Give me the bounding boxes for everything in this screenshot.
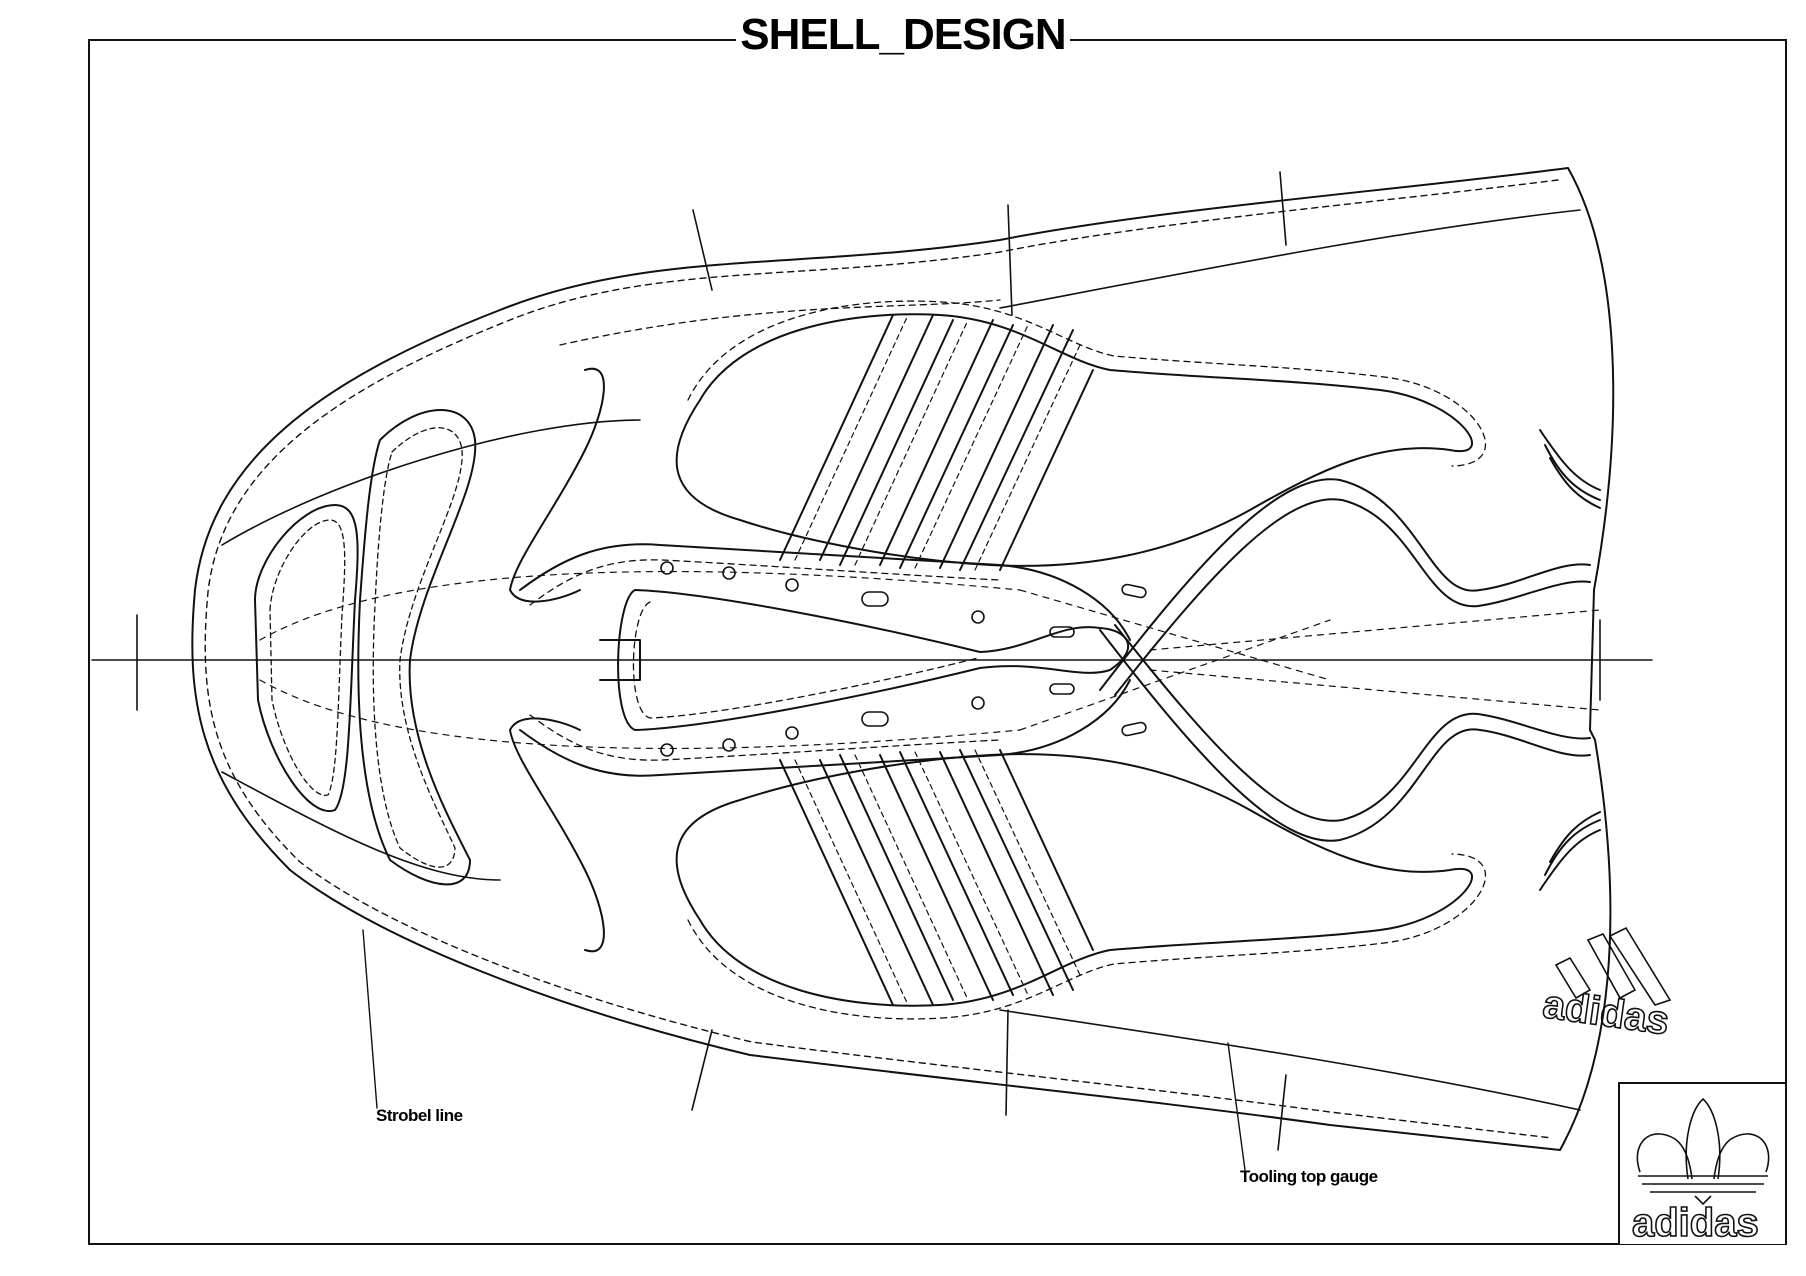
tick-3 bbox=[1279, 171, 1287, 246]
toe-loop-2-stitch bbox=[372, 427, 463, 868]
lower-eyestay bbox=[519, 679, 1131, 777]
page-title: SHELL_DESIGN bbox=[0, 10, 1806, 60]
lace-holes-lower bbox=[660, 683, 1147, 757]
lower-diagonal bbox=[221, 771, 501, 881]
strobel-leader bbox=[362, 929, 378, 1109]
lower-stripes bbox=[779, 749, 1094, 1006]
outer-shell-stitch bbox=[204, 179, 1559, 1139]
upper-stripes bbox=[779, 314, 1094, 571]
bottom-collar-line bbox=[999, 1009, 1581, 1111]
performance-logo bbox=[1554, 926, 1672, 1006]
lower-eyestay-stitch bbox=[529, 714, 1001, 761]
upper-window-stitch bbox=[687, 300, 1486, 467]
tooling-top-gauge-label: Tooling top gauge bbox=[1240, 1167, 1378, 1186]
heel-crossover-lower bbox=[1099, 629, 1591, 842]
tongue-outline bbox=[617, 589, 1130, 731]
upper-eyestay bbox=[519, 543, 1131, 641]
heel-tab-upper bbox=[1539, 429, 1601, 509]
tooling-leader bbox=[1227, 1042, 1246, 1171]
tick-4 bbox=[691, 1029, 713, 1111]
trefoil-left-leaf bbox=[1636, 1133, 1693, 1180]
toe-loop-1 bbox=[254, 504, 359, 813]
box-wordmark: adidas bbox=[1632, 1201, 1759, 1245]
heel-crossover-upper bbox=[1099, 478, 1591, 691]
upper-window bbox=[675, 313, 1473, 567]
lower-window-stitch bbox=[687, 853, 1486, 1020]
upper-diagonal bbox=[221, 419, 641, 546]
toe-loop-1-stitch bbox=[269, 519, 346, 796]
tick-2 bbox=[1007, 204, 1013, 316]
lace-holes-upper bbox=[660, 561, 1147, 638]
heel-tab-lower bbox=[1539, 811, 1601, 891]
construction-lines bbox=[259, 570, 1601, 750]
toe-loop-2 bbox=[357, 409, 477, 886]
heel-crossover-upper-b bbox=[1114, 498, 1591, 696]
trefoil-center-leaf bbox=[1685, 1097, 1721, 1180]
upper-eyestay-stitch bbox=[529, 559, 1001, 606]
toe-notch bbox=[599, 639, 641, 681]
tongue-stitch bbox=[632, 601, 979, 719]
strobel-line-label: Strobel line bbox=[376, 1106, 463, 1125]
tick-1 bbox=[692, 209, 713, 291]
performance-wordmark: adidas bbox=[1540, 982, 1672, 1043]
tick-6 bbox=[1277, 1074, 1287, 1151]
top-collar-line bbox=[999, 209, 1581, 309]
adidas-logo-box: adidas bbox=[1618, 1082, 1785, 1246]
trefoil-logo: adidas bbox=[1631, 1097, 1770, 1246]
lower-window bbox=[675, 753, 1473, 1007]
heel-crossover-lower-b bbox=[1114, 624, 1591, 822]
trefoil-right-leaf bbox=[1713, 1133, 1770, 1180]
outer-shell-outline bbox=[191, 167, 1615, 1151]
tick-5 bbox=[1005, 1009, 1009, 1116]
